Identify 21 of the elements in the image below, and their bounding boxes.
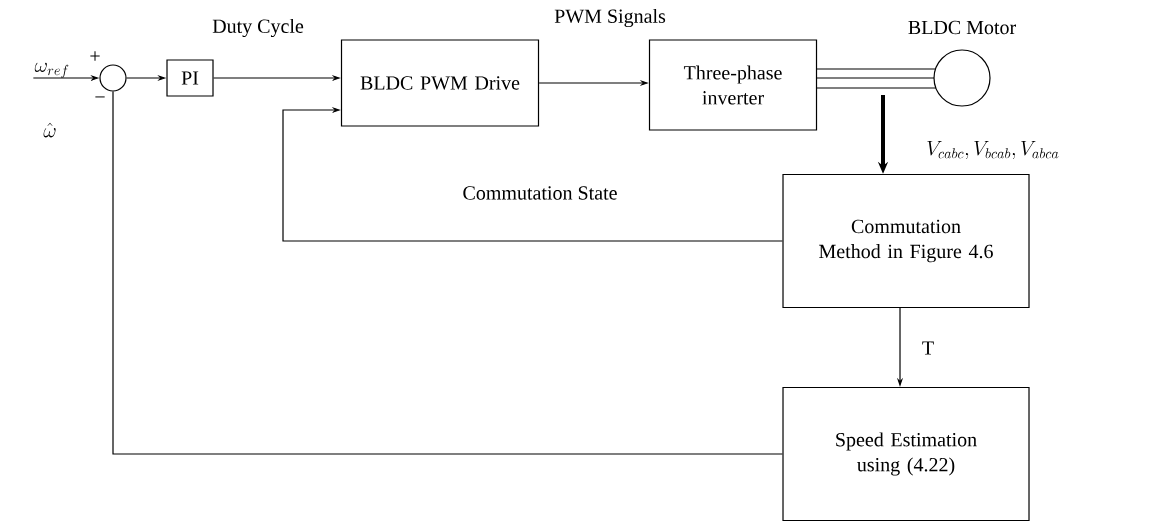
bus-line xyxy=(815,68,937,70)
block-box: BLDC PWM Drive xyxy=(340,39,540,127)
input-symbol: $\omega_{ref}$ xyxy=(34,62,69,78)
block-box: Commutation Method in Figure 4.6 xyxy=(782,173,1030,309)
block-box: Speed Estimation using (4.22) xyxy=(782,386,1030,522)
block-box: PI xyxy=(166,59,214,97)
block-box: Three-phase inverter xyxy=(648,39,818,131)
bus-line xyxy=(815,77,935,79)
edge-label: $V_{cabc}, V_{bcab}, V_{abca}$ xyxy=(925,139,1061,161)
edge-label: Duty Cycle xyxy=(211,17,305,39)
edge-label: T xyxy=(920,340,936,356)
sign-label: + xyxy=(90,51,100,61)
bus-line xyxy=(815,87,937,89)
edge-label: PWM Signals xyxy=(553,7,667,29)
sign-label: − xyxy=(95,96,105,98)
feedback-symbol: $\hat{\omega}$ xyxy=(43,122,56,138)
node-label: BLDC Motor xyxy=(908,20,1016,35)
arrow xyxy=(282,106,783,242)
summing-junction xyxy=(99,64,127,92)
signal-line xyxy=(112,91,783,455)
edge-label: Commutation State xyxy=(461,185,619,201)
